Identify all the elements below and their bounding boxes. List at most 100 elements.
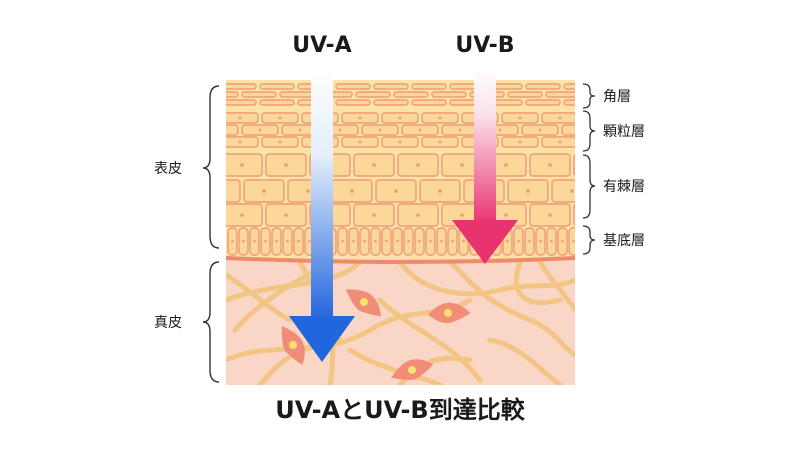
cell-nucleus [548,163,552,167]
cell-nucleus [262,189,266,193]
cell-nucleus [219,129,222,132]
cell-nucleus [396,239,399,243]
epidermis-cell [373,83,409,90]
epidermis-cell [226,124,239,136]
cell-nucleus [440,239,443,243]
epidermis-cell [259,83,295,90]
cell-nucleus [518,140,522,144]
cell-nucleus [498,128,502,132]
cell-nucleus [451,239,454,243]
epidermis-cell [411,83,447,90]
cell-nucleus [240,213,244,217]
fibroblast-cells [281,289,471,380]
cell-nucleus [504,213,508,217]
epidermis-cell [335,83,371,90]
cell-nucleus [284,213,288,217]
cell-nucleus [358,140,362,144]
epidermis-cell [545,91,575,98]
cell-nucleus [258,128,262,132]
stratum-spinosum-label: 有棘層 [603,179,645,195]
cell-nucleus [528,239,531,243]
epidermis-cell [507,91,543,98]
cell-nucleus [416,213,420,217]
cell-nucleus [385,239,388,243]
epidermis-cell [355,91,391,98]
epidermis-cell [561,124,575,136]
cell-nucleus [338,128,342,132]
cell-nucleus [460,213,464,217]
stratum-granulosum-label: 顆粒層 [603,124,645,140]
cell-nucleus [518,116,522,120]
epidermis-cell [393,91,429,98]
cell-nucleus [394,189,398,193]
diagram-caption: UV-AとUV-B到達比較 [275,396,525,424]
cell-nucleus [240,163,244,167]
epidermis-cell [431,91,467,98]
cell-nucleus [264,239,267,243]
epidermis-cell [373,99,409,106]
cell-nucleus [517,239,520,243]
cell-nucleus [372,163,376,167]
cell-nucleus [275,239,278,243]
cell-nucleus [504,163,508,167]
epidermis-cell [411,99,447,106]
cell-nucleus [278,116,282,120]
basale-brace-icon [582,225,596,255]
cell-nucleus [238,140,242,144]
epidermis-cell [226,112,259,124]
epidermis-cell [226,153,263,177]
cell-nucleus [579,129,582,132]
cell-nucleus [572,239,575,243]
spinosum-brace-icon [582,154,596,219]
epidermis-label: 表皮 [154,161,182,177]
cell-nucleus [350,189,354,193]
cell-nucleus [538,128,542,132]
cell-nucleus [592,213,596,217]
basement-membrane [225,256,576,264]
cell-nucleus [460,163,464,167]
uvb-arrow-icon [452,68,518,264]
epidermis-cell [525,99,561,106]
uvb-label: UV-B [455,33,514,58]
cell-nucleus [306,189,310,193]
cell-nucleus [358,116,362,120]
epidermis-brace-icon [202,85,220,249]
cell-nucleus [374,239,377,243]
epidermis-cell [573,153,575,177]
epidermis-cell [563,99,575,106]
cell-nucleus [218,189,222,193]
stratum-corneum-label: 角層 [603,89,631,105]
left-braces [202,85,220,383]
cell-nucleus [398,116,402,120]
cell-nucleus [378,128,382,132]
cell-nucleus [561,239,564,243]
dermis-label: 真皮 [154,315,182,331]
cell-nucleus [418,239,421,243]
epidermis-cell [335,99,371,106]
cell-nucleus [438,140,442,144]
epidermis-cell [525,83,561,90]
epidermis-cell [226,91,239,98]
uva-label: UV-A [292,33,351,58]
cell-nucleus [558,116,562,120]
cell-nucleus [352,239,355,243]
right-braces [582,83,596,255]
epidermis-cell [226,83,257,90]
cell-nucleus [458,128,462,132]
cell-nucleus [297,239,300,243]
cell-nucleus [506,239,509,243]
cell-nucleus [363,239,366,243]
cell-nucleus [438,116,442,120]
cell-nucleus [278,140,282,144]
cell-nucleus [372,213,376,217]
cell-nucleus [570,189,574,193]
cell-nucleus [548,213,552,217]
epidermis-cell [226,136,259,148]
fibroblast [427,302,471,324]
granulosum-brace-icon [582,110,596,152]
cell-nucleus [526,189,530,193]
corneum-brace-icon [582,83,596,109]
cell-nucleus [298,128,302,132]
cell-nucleus [558,140,562,144]
